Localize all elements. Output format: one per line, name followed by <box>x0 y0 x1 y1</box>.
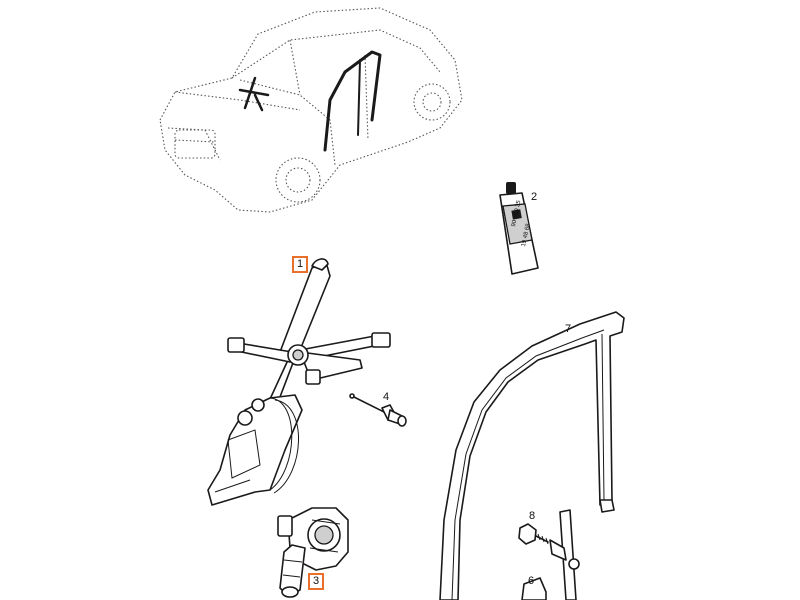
callout-8[interactable]: 8 <box>529 510 536 522</box>
callout-7[interactable]: 7 <box>565 323 572 335</box>
callout-3[interactable]: 3 <box>308 573 325 590</box>
callout-1[interactable]: 1 <box>292 256 309 273</box>
callout-2[interactable]: 2 <box>531 191 538 203</box>
callout-6[interactable]: 6 <box>528 575 535 587</box>
car-window-channel-mark <box>323 50 382 152</box>
car-regulator-mark <box>238 76 270 112</box>
car-window-channel-mark-2 <box>357 59 361 136</box>
car-body-outline <box>159 7 463 213</box>
callout-4[interactable]: 4 <box>383 391 390 403</box>
